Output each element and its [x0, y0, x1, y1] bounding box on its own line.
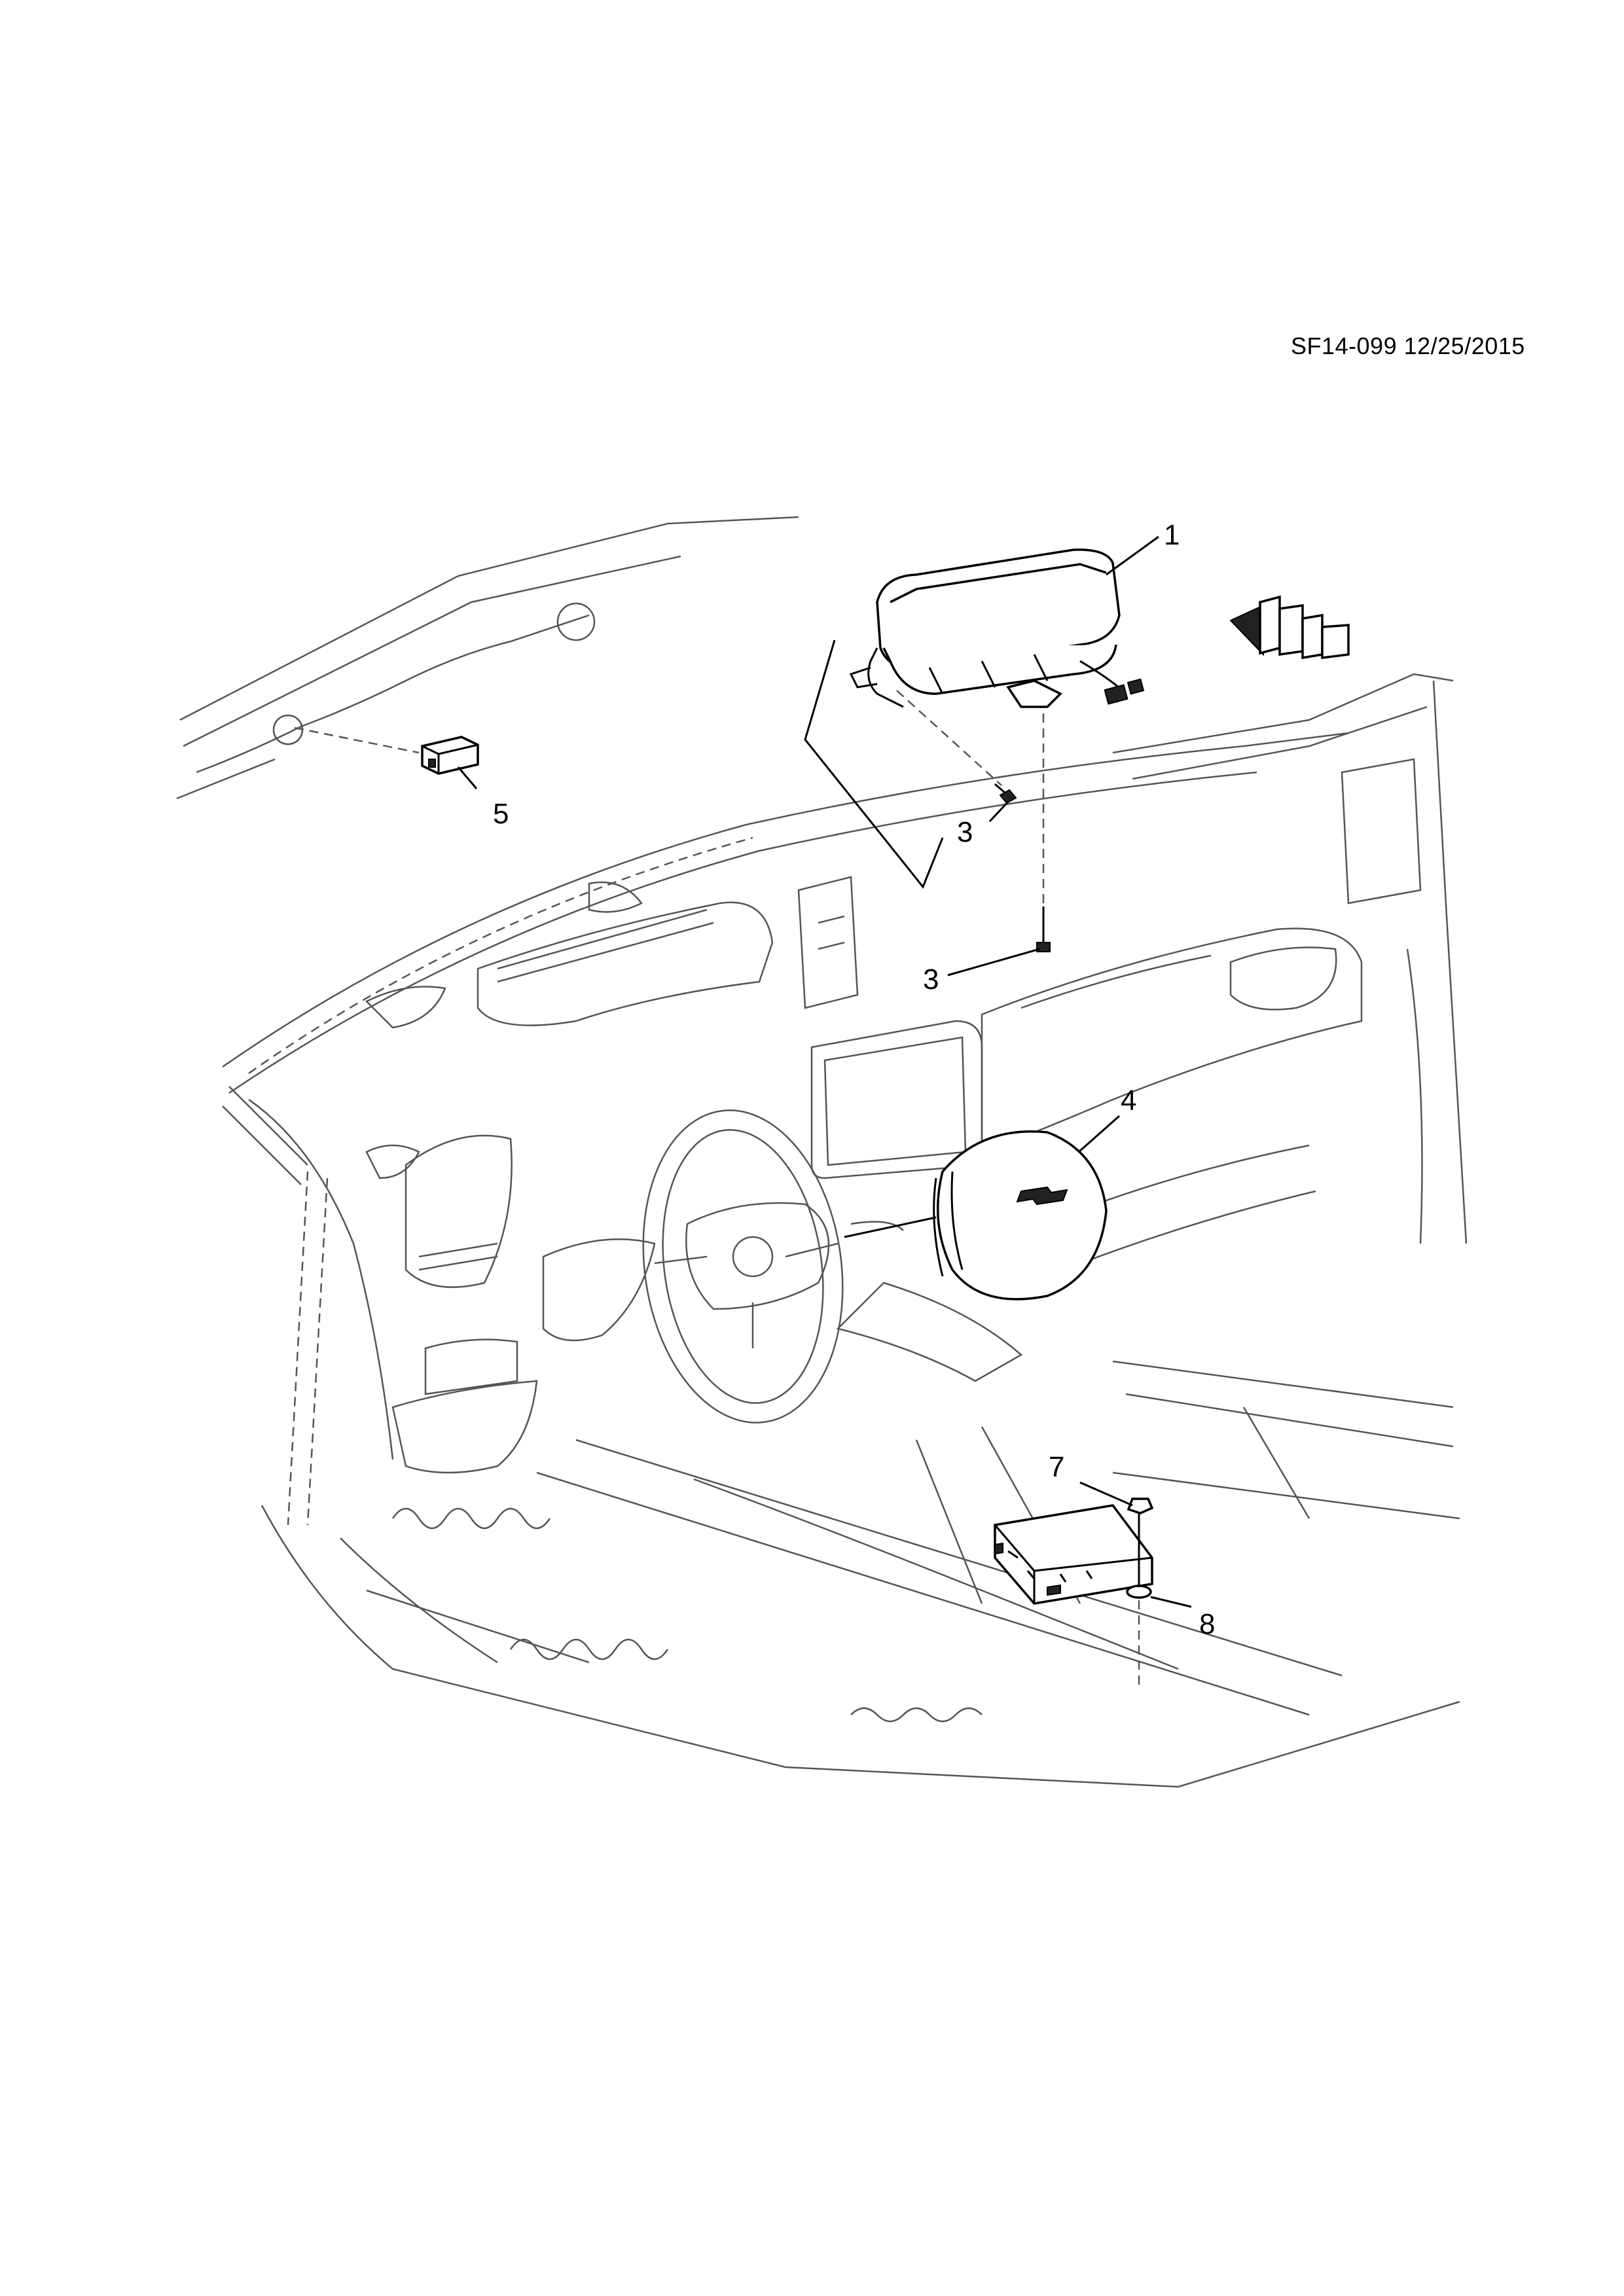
callout-3-lower: 3 — [923, 963, 939, 996]
body-structure — [176, 516, 1468, 1788]
callout-5: 5 — [493, 798, 509, 830]
callout-7: 7 — [1049, 1451, 1065, 1483]
front-arrow-icon — [1229, 595, 1350, 660]
callout-4: 4 — [1121, 1085, 1137, 1117]
instrument-panel — [222, 732, 1363, 1474]
part-5-sensor — [294, 726, 479, 775]
callout-8: 8 — [1199, 1608, 1216, 1640]
part-1-passenger-airbag — [804, 548, 1145, 889]
part-3-bolts — [896, 690, 1051, 952]
part-4-driver-airbag — [844, 1130, 1108, 1300]
steering-wheel — [642, 1109, 904, 1424]
callout-1: 1 — [1164, 519, 1180, 551]
document-id: SF14-099 12/25/2015 — [1291, 332, 1525, 359]
part-7-8-control-module — [994, 1498, 1154, 1689]
callout-leaders — [457, 535, 1192, 1608]
callout-3-upper: 3 — [957, 816, 973, 848]
